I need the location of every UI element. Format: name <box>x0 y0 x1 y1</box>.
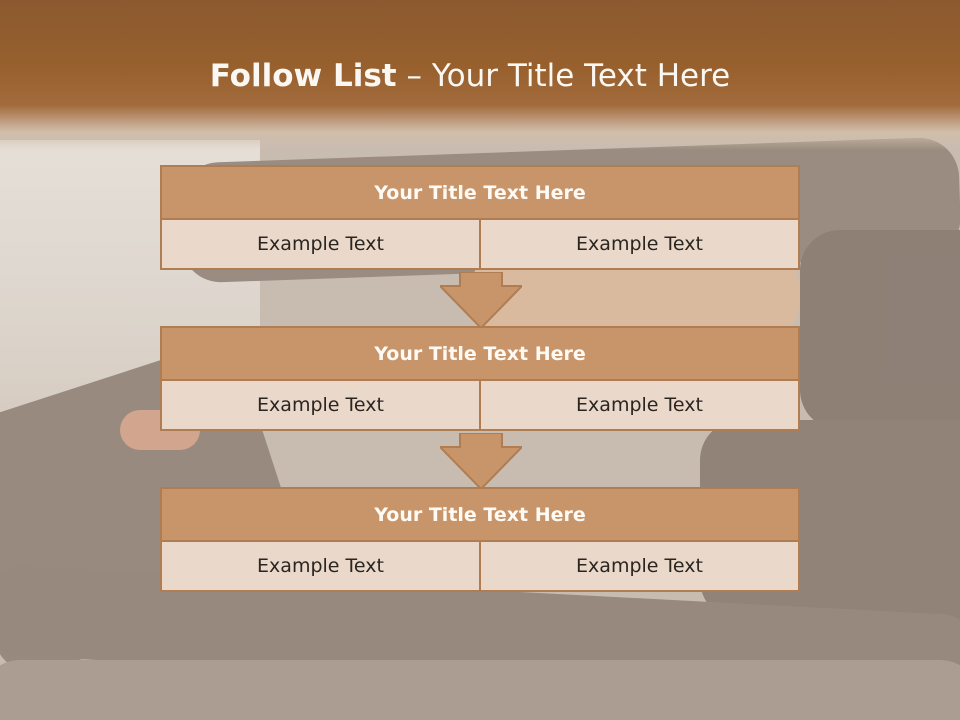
block-cell-left: Example Text <box>160 542 481 592</box>
block-title: Your Title Text Here <box>160 326 800 381</box>
slide-title-rest: – Your Title Text Here <box>396 58 731 94</box>
background-log <box>800 230 960 430</box>
slide-title: Follow List – Your Title Text Here <box>0 58 940 94</box>
list-block: Your Title Text Here Example Text Exampl… <box>160 326 800 431</box>
block-title: Your Title Text Here <box>160 165 800 220</box>
block-cell-right: Example Text <box>481 542 800 592</box>
block-title: Your Title Text Here <box>160 487 800 542</box>
block-row: Example Text Example Text <box>160 220 800 270</box>
list-block: Your Title Text Here Example Text Exampl… <box>160 487 800 592</box>
block-cell-right: Example Text <box>481 220 800 270</box>
block-cell-left: Example Text <box>160 381 481 431</box>
down-arrow-icon <box>440 272 522 330</box>
block-cell-right: Example Text <box>481 381 800 431</box>
block-row: Example Text Example Text <box>160 542 800 592</box>
title-banner <box>0 0 960 150</box>
block-row: Example Text Example Text <box>160 381 800 431</box>
slide-title-bold: Follow List <box>209 58 397 94</box>
block-cell-left: Example Text <box>160 220 481 270</box>
background-log <box>0 660 960 720</box>
down-arrow-icon <box>440 433 522 491</box>
list-block: Your Title Text Here Example Text Exampl… <box>160 165 800 270</box>
